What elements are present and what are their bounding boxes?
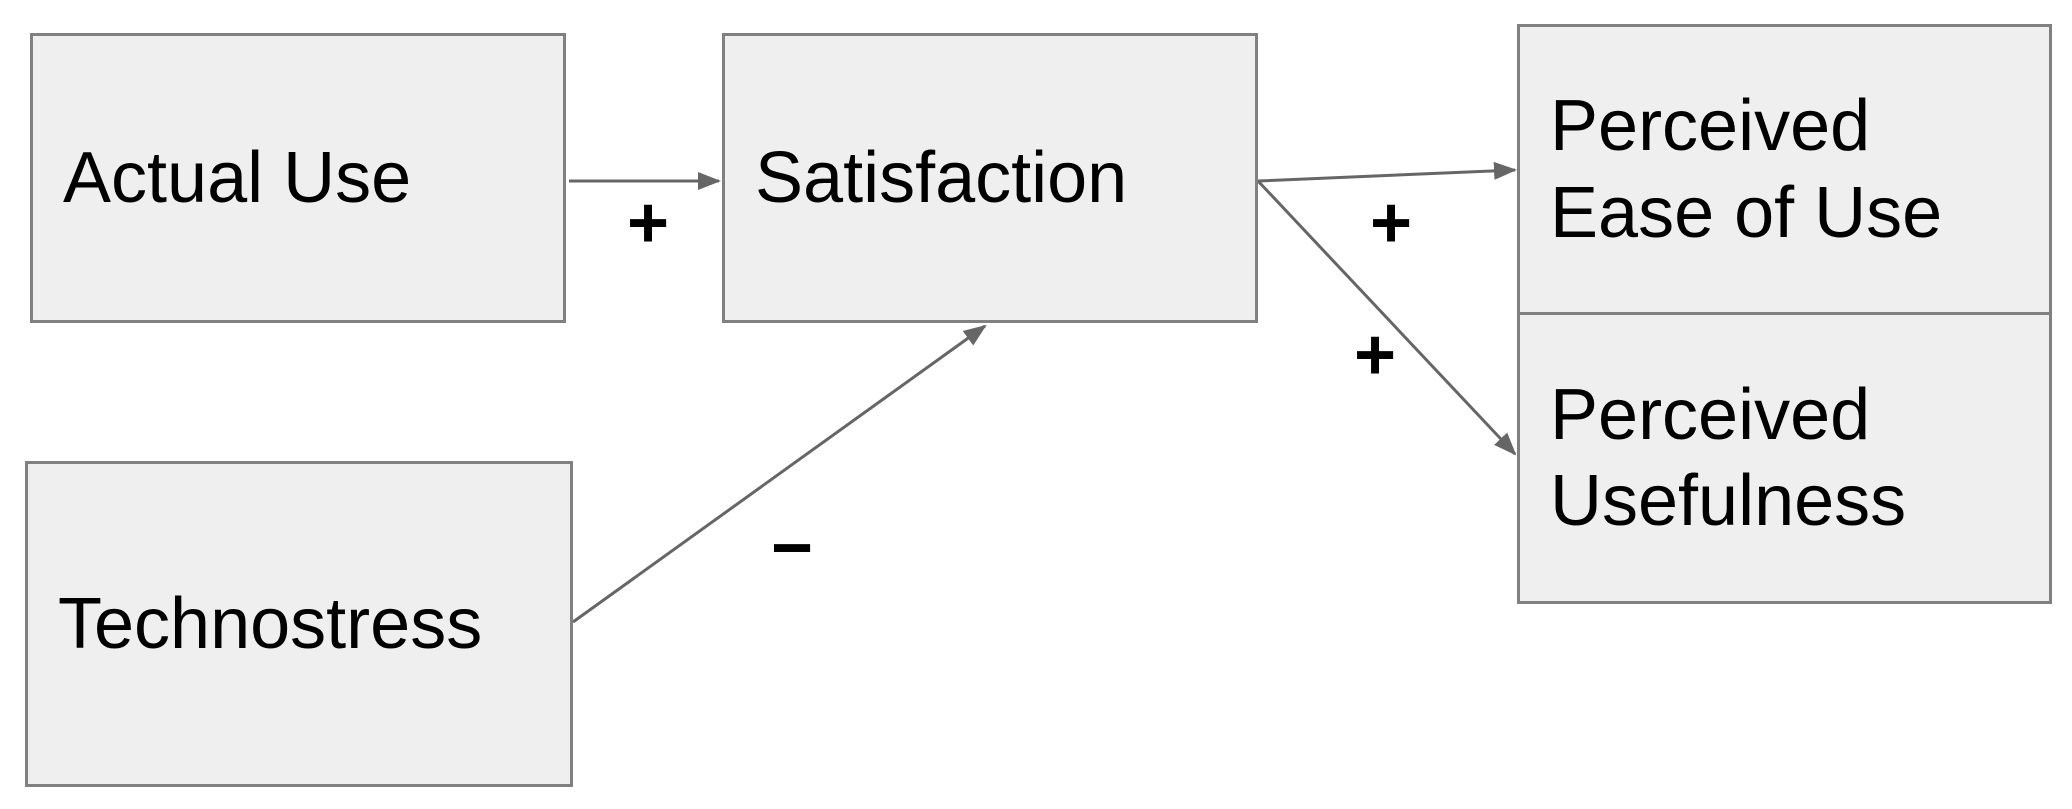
edge-sign-actual-use-to-satisfaction: +: [626, 183, 670, 263]
node-perceived-usefulness-label: Perceived Usefulness: [1550, 374, 1907, 541]
node-perceived-usefulness: Perceived Usefulness: [1517, 312, 2052, 604]
node-technostress: Technostress: [25, 461, 573, 787]
node-satisfaction: Satisfaction: [722, 33, 1258, 323]
edge-sign-satisfaction-to-perceived-ease-of-use: +: [1369, 183, 1413, 263]
edge-sign-technostress-to-satisfaction: −: [770, 508, 814, 588]
node-technostress-label: Technostress: [58, 583, 483, 664]
node-satisfaction-label: Satisfaction: [755, 137, 1128, 218]
node-actual-use-label: Actual Use: [63, 137, 412, 218]
node-perceived-ease-of-use-label: Perceived Ease of Use: [1550, 86, 1943, 253]
node-perceived-ease-of-use: Perceived Ease of Use: [1517, 24, 2052, 315]
edge-sign-satisfaction-to-perceived-usefulness: +: [1353, 315, 1397, 395]
node-actual-use: Actual Use: [30, 33, 566, 323]
arrow-satisfaction-to-perceived-ease-of-use: [1257, 161, 1517, 183]
